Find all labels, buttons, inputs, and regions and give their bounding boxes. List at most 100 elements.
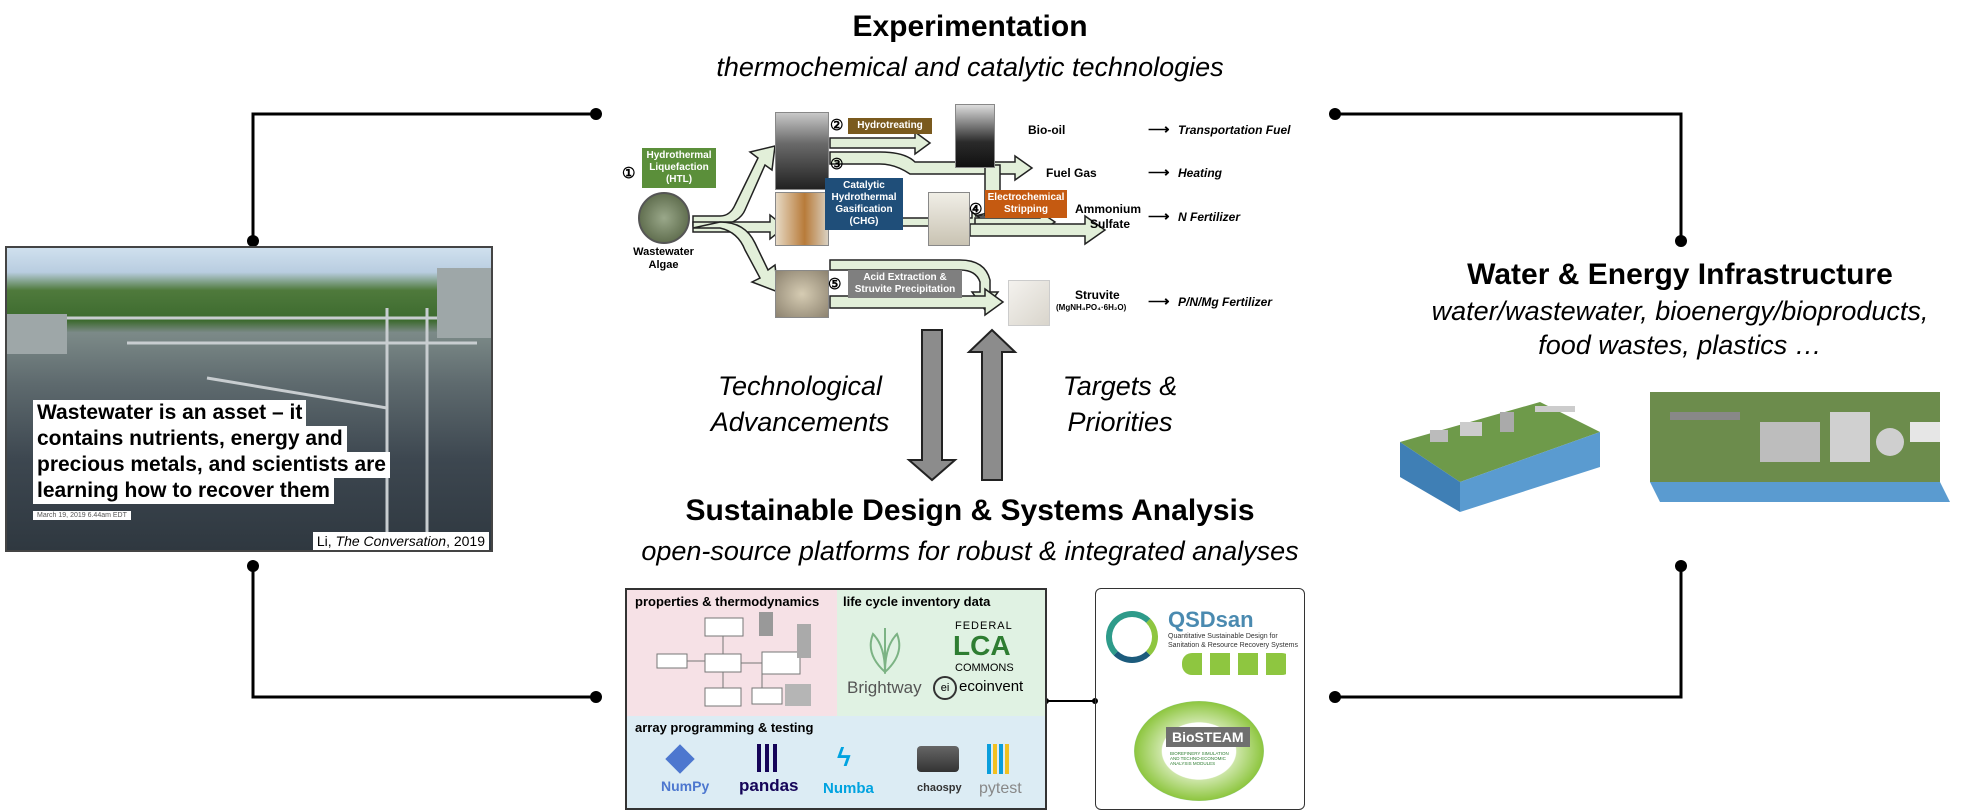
headline-line-1: Wastewater is an asset – it — [33, 400, 307, 426]
numpy-icon — [665, 744, 695, 774]
output-struvite: Struvite — [1075, 288, 1120, 302]
electrochemical-box: Electrochemical Stripping — [985, 190, 1067, 218]
acid-extraction-box: Acid Extraction & Struvite Precipitation — [848, 270, 962, 298]
step-2-number: ② — [830, 117, 844, 134]
targets-priorities-line-1: Targets & — [1062, 371, 1178, 401]
output-ammonium-2: Sulfate — [1090, 217, 1131, 231]
htl-label-2: Liquefaction — [649, 162, 709, 173]
citation-source: The Conversation — [335, 533, 447, 549]
numpy-label: NumPy — [661, 778, 710, 794]
qsdsan-tag-2: Sanitation & Resource Recovery Systems — [1168, 642, 1298, 649]
qsdsan-label: QSDsan — [1168, 607, 1254, 632]
treatment-plant-structure — [7, 268, 491, 548]
use-arrow-2: ⟶ — [1148, 164, 1170, 181]
qsdsan-logo-icon — [1106, 611, 1158, 663]
sustainable-design-subtitle: open-source platforms for robust & integ… — [641, 536, 1299, 566]
acid-feed-photo — [775, 270, 829, 318]
thermo-panel-title: properties & thermodynamics — [635, 594, 820, 609]
use-arrow-1: ⟶ — [1148, 121, 1170, 138]
step-5-number: ⑤ — [828, 276, 842, 293]
citation-author: Li, — [316, 533, 336, 549]
biosteam-wheel-icon — [1134, 701, 1264, 801]
htl-box: Hydrothermal Liquefaction (HTL) — [642, 148, 716, 188]
chaospy-label: chaospy — [917, 782, 962, 794]
use-heating: Heating — [1178, 166, 1223, 180]
output-struvite-formula: (MgNH₄PO₄·6H₂O) — [1056, 303, 1127, 312]
pytest-label: pytest — [979, 780, 1022, 797]
headline-date: March 19, 2019 6.44am EDT — [33, 511, 131, 520]
experimentation-subtitle: thermochemical and catalytic technologie… — [716, 52, 1224, 82]
ecoinvent-label: ecoinvent — [959, 678, 1024, 695]
use-transportation-fuel: Transportation Fuel — [1178, 123, 1291, 137]
hydrotreating-label: Hydrotreating — [857, 120, 923, 131]
acid-label-1: Acid Extraction & — [863, 272, 947, 283]
algae-label-2: Algae — [648, 259, 679, 271]
infrastructure-subtitle-1: water/wastewater, bioenergy/bioproducts, — [1431, 296, 1929, 326]
electro-label-2: Stripping — [1004, 204, 1048, 215]
chg-label-2: Hydrothermal — [831, 192, 897, 203]
infrastructure-subtitle-2: food wastes, plastics … — [1538, 330, 1822, 360]
output-biooil: Bio-oil — [1028, 123, 1066, 137]
output-ammonium-1: Ammonium — [1075, 202, 1141, 216]
tech-advancements-line-1: Technological — [717, 371, 883, 401]
experimentation-title: Experimentation — [852, 10, 1088, 43]
numba-label: Numba — [823, 780, 874, 797]
commons-label: COMMONS — [955, 662, 1014, 674]
algae-label-1: Wastewater — [633, 246, 694, 258]
headline-line-2: contains nutrients, energy and — [33, 426, 347, 452]
targets-priorities-line-2: Priorities — [1067, 407, 1173, 437]
chg-label-3: Gasification — [835, 204, 893, 215]
lca-label: LCA — [953, 630, 1011, 661]
use-arrow-4: ⟶ — [1148, 293, 1170, 310]
step-3-number: ③ — [830, 156, 844, 173]
brightway-logo-icon — [869, 628, 901, 674]
use-arrow-3: ⟶ — [1148, 208, 1170, 225]
headline-line-4: learning how to recover them — [33, 478, 334, 504]
chg-label-4: (CHG) — [849, 216, 879, 227]
pandas-label: pandas — [739, 776, 799, 795]
htl-label-3: (HTL) — [665, 174, 693, 185]
tools-panel: properties & thermodynamics life cycle i… — [625, 588, 1047, 810]
chaospy-icon — [917, 746, 959, 772]
biosteam-label: BioSTEAM — [1166, 727, 1250, 747]
tech-advancements-line-2: Advancements — [710, 407, 890, 437]
chg-feed-photo — [775, 192, 829, 246]
headline-line-3: precious metals, and scientists are — [33, 452, 390, 478]
qsdsan-biosteam-panel: QSDsan Quantitative Sustainable Design f… — [1095, 588, 1305, 810]
pandas-icon — [757, 744, 777, 772]
array-panel-title: array programming & testing — [635, 720, 814, 735]
thermo-panel: properties & thermodynamics — [627, 590, 837, 716]
use-n-fertilizer: N Fertilizer — [1178, 210, 1241, 224]
array-panel: array programming & testing NumPy pandas… — [627, 716, 1045, 808]
struvite-photo — [1008, 280, 1050, 326]
electro-label-1: Electrochemical — [987, 192, 1065, 203]
infrastructure-illustration-1 — [1400, 402, 1600, 512]
flowsheet-diagram — [656, 612, 811, 707]
lci-panel: life cycle inventory data Brightway FEDE… — [837, 590, 1045, 716]
chg-box: Catalytic Hydrothermal Gasification (CHG… — [825, 178, 903, 230]
chg-product-photo — [928, 192, 970, 246]
brightway-label: Brightway — [847, 678, 922, 697]
qsdsan-tag-1: Quantitative Sustainable Design for — [1168, 633, 1278, 640]
citation-year: , 2019 — [446, 533, 485, 549]
news-headline-box: Wastewater is an asset – it contains nut… — [33, 400, 461, 520]
lci-panel-title: life cycle inventory data — [843, 594, 991, 609]
numba-icon: ϟ — [837, 742, 851, 772]
chg-label-1: Catalytic — [843, 180, 885, 191]
acid-label-2: Struvite Precipitation — [854, 284, 956, 295]
infrastructure-illustration-2 — [1650, 392, 1950, 502]
qsdsan-icons — [1182, 653, 1292, 675]
htl-product-photo — [775, 112, 829, 190]
use-pnmg-fertilizer: P/N/Mg Fertilizer — [1178, 295, 1273, 309]
ecoinvent-icon: ei — [933, 676, 957, 700]
step-1-number: ① — [622, 165, 636, 182]
federal-label: FEDERAL — [955, 620, 1013, 632]
citation: Li, The Conversation, 2019 — [312, 532, 489, 550]
output-fuelgas: Fuel Gas — [1046, 166, 1097, 180]
hydrotreating-box: Hydrotreating — [848, 118, 932, 134]
sustainable-design-title: Sustainable Design & Systems Analysis — [685, 494, 1255, 527]
pytest-icon — [987, 744, 1011, 774]
biosteam-tag: BIOREFINERY SIMULATION AND TECHNO-ECONOM… — [1170, 751, 1229, 766]
